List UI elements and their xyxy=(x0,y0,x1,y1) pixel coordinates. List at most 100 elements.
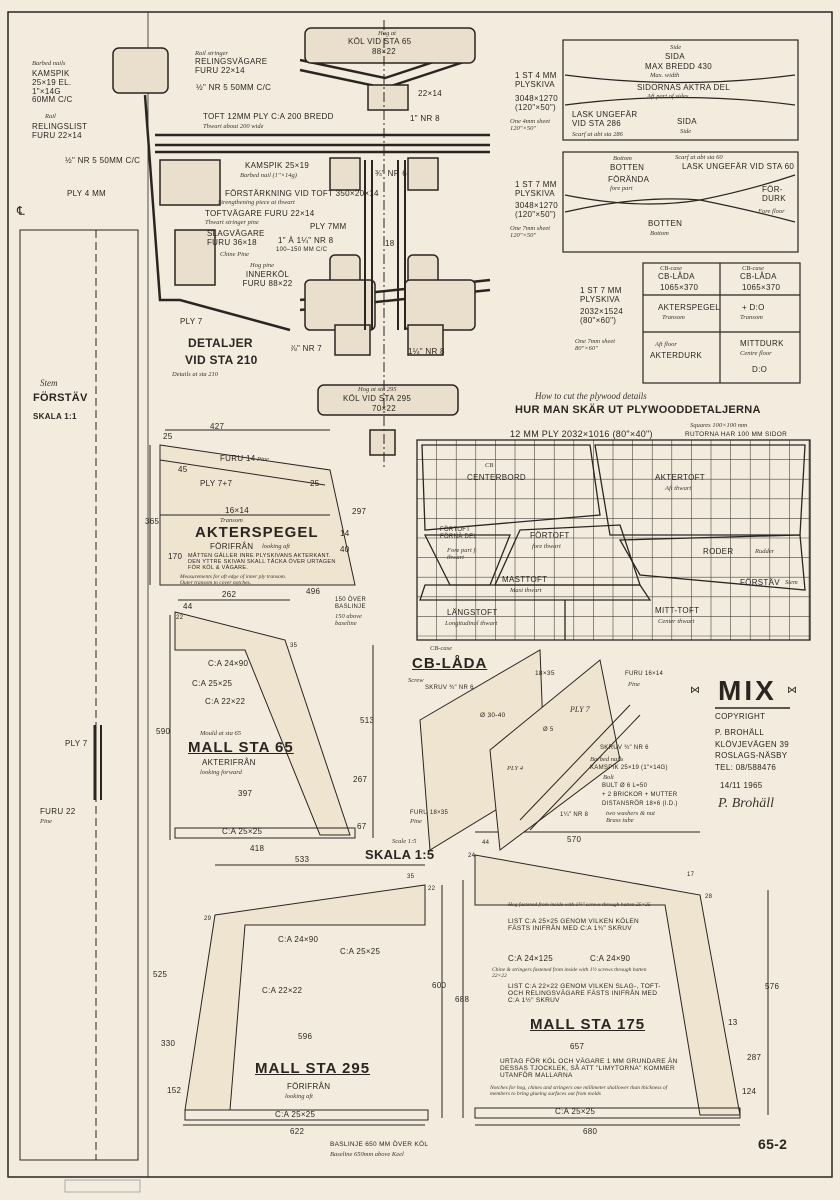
sheet1-max-en: Max. width xyxy=(650,72,680,79)
forstav-part-en: Stem xyxy=(785,579,798,586)
m65-c1: C:A 24×90 xyxy=(208,659,249,668)
transom-dim-45: 45 xyxy=(178,465,188,474)
m175-dim-657: 657 xyxy=(570,1042,585,1051)
cb2-en: CB-case xyxy=(742,265,765,272)
transom-ply: PLY 7+7 xyxy=(200,479,233,488)
masttoft-en: Mast thwart xyxy=(510,587,542,594)
scale-label: SKALA 1:5 xyxy=(365,847,435,862)
m65-view: AKTERIFRÅN xyxy=(202,758,256,767)
dio-part: + D:O xyxy=(742,303,765,312)
stem-furu-en: Pine xyxy=(40,818,52,825)
forstav-part: FÖRSTÄV xyxy=(740,578,780,587)
toft-en: Thwart about 200 wide xyxy=(203,123,264,130)
brand-title: MIX xyxy=(718,675,777,706)
m295-dim-29: 29 xyxy=(204,916,212,922)
cb-furu-en: Pine xyxy=(628,681,640,688)
transom-dim-496: 496 xyxy=(306,587,321,596)
transom-dim-40: 40 xyxy=(340,545,350,554)
cb-ply4: PLY 4 xyxy=(507,765,523,772)
m65-dim-262: 262 xyxy=(222,590,237,599)
drawing-date: 14/11 1965 xyxy=(720,781,763,790)
cb-distans-en: two washers & nut Brass tube xyxy=(606,810,655,824)
sheet1-sida2-en: Side xyxy=(680,128,692,135)
m65-title: MALL STA 65 xyxy=(188,739,294,756)
sheet1-size: 3048×1270 xyxy=(515,94,558,103)
kol295-label: KÖL VID STA 295 xyxy=(343,394,412,403)
sheet3-size-in: (80"×60") xyxy=(580,316,617,325)
m175-dim-576: 576 xyxy=(765,982,780,991)
transom-title-en: Transom xyxy=(220,517,243,524)
transom-dim-25: 25 xyxy=(163,432,173,441)
dim-18: 18 xyxy=(385,239,395,248)
sheet2-foranda-en: fore part xyxy=(610,185,633,192)
m175-title: MALL STA 175 xyxy=(530,1016,646,1033)
cb1-en: CB-case xyxy=(660,265,683,272)
ply-7: PLY 7 xyxy=(180,317,203,326)
kol65-dim: 88×22 xyxy=(372,47,396,56)
sheet2-foranda: FÖRÄNDA xyxy=(608,175,650,184)
details-subtitle: VID STA 210 xyxy=(185,353,258,367)
plywood-grid xyxy=(416,439,810,640)
author-street: KLÖVJEVÄGEN 39 xyxy=(715,740,790,749)
kol295-dim: 70×22 xyxy=(372,404,396,413)
cb-d5: Ø 5 xyxy=(543,727,554,733)
sheet2-en: One 7mm sheet 120"×50" xyxy=(510,225,551,239)
sheet1-sida: SIDA xyxy=(665,52,685,61)
sheet2-botten2: BOTTEN xyxy=(648,219,683,228)
m295-baseline-en: Baseline 650mm above Keel xyxy=(330,1151,404,1158)
author-city: ROSLAGS-NÄSBY xyxy=(715,751,788,760)
m175-dim-124: 124 xyxy=(742,1087,757,1096)
sheet1-sida2: SIDA xyxy=(677,117,697,126)
m295-baseline: BASLINJE 650 MM ÖVER KÖL xyxy=(330,1141,429,1148)
rail-en: Rail xyxy=(45,113,56,120)
cb-distans: DISTANSRÖR 18×6 (I.D.) xyxy=(602,801,678,807)
kol65-en: Hog at xyxy=(378,30,396,37)
sheet2-size: 3048×1270 xyxy=(515,201,558,210)
cb-dim-18x35: 18×35 xyxy=(535,670,555,677)
cb-title-en: CB-case xyxy=(430,645,453,652)
transom-dim-427: 427 xyxy=(210,422,225,431)
m295-dim-22: 22 xyxy=(428,886,436,892)
sheet1-lask-en: Scarf at abt sta 286 xyxy=(572,131,623,138)
cb2-dim: 1065×370 xyxy=(742,283,781,292)
stem-scale: SKALA 1:1 xyxy=(33,412,77,421)
cb-furu: FURU 16×14 xyxy=(625,671,664,677)
transom-dim-25b: 25 xyxy=(310,479,320,488)
stem-furu: FURU 22 xyxy=(40,807,76,816)
m295-dim-622: 622 xyxy=(290,1127,305,1136)
cb1: CB-LÅDA xyxy=(658,272,695,281)
plywood-heading: HUR MAN SKÄR UT PLYWOODDETALJERNA xyxy=(515,404,761,416)
sheet2-botten: BOTTEN xyxy=(610,163,645,172)
kol65-label: KÖL VID STA 65 xyxy=(348,37,412,46)
screw-note-3b: 100–150 MM c/c xyxy=(276,247,328,253)
sheet2-botten-en: Bottom xyxy=(613,155,632,162)
m175-dim-44: 44 xyxy=(482,840,490,846)
screw-note-6: 1" NR 8 xyxy=(410,114,440,123)
sheet1-aft: SIDORNAS AKTRA DEL xyxy=(637,83,730,92)
m295-dim-152: 152 xyxy=(167,1086,182,1095)
screw-note-1: ½" NR 5 50MM c/c xyxy=(196,83,272,92)
transom-furu-en: Pine xyxy=(257,456,269,463)
m175-c2: C:A 24×90 xyxy=(590,954,631,963)
author-tel: TEL: 08/588476 xyxy=(715,763,777,772)
sheet2-lask: LASK UNGEFÄR VID STA 60 xyxy=(682,162,795,171)
transom-dim-14: 14 xyxy=(340,529,350,538)
sheet-number: 65-2 xyxy=(758,1136,788,1152)
m65-title-en: Mould at sta 65 xyxy=(200,730,241,737)
m65-dim-67: 67 xyxy=(357,822,367,831)
m175-note1: LIST C:A 25×25 GENOM VILKEN KÖLEN FÄSTS … xyxy=(508,918,639,933)
akterdurk: AKTERDURK xyxy=(650,351,703,360)
sheet1-qty: 1 ST 4 MM PLYSKIVA xyxy=(515,71,557,89)
sheet2-lask-en: Scarf at abt sta 60 xyxy=(675,154,723,161)
brand-mark-right-icon: ⋈ xyxy=(787,685,798,696)
m65-dim-44: 44 xyxy=(183,602,193,611)
toftvagare-en: Thwart stringer pine xyxy=(205,219,259,226)
rail-stringer-en: Rail stringer xyxy=(195,50,229,57)
innerkol-en: Hog pine xyxy=(250,262,275,269)
cb-screw3: 1¼" NR 8 xyxy=(560,812,589,818)
cb-title: CB-LÅDA xyxy=(412,655,488,672)
m295-dim-525: 525 xyxy=(153,970,168,979)
m65-dim-22: 22 xyxy=(176,615,184,621)
transom-furu: FURU 14 xyxy=(220,454,256,463)
sheet4-squares: RUTORNA HAR 100 MM SIDOR xyxy=(685,431,788,438)
